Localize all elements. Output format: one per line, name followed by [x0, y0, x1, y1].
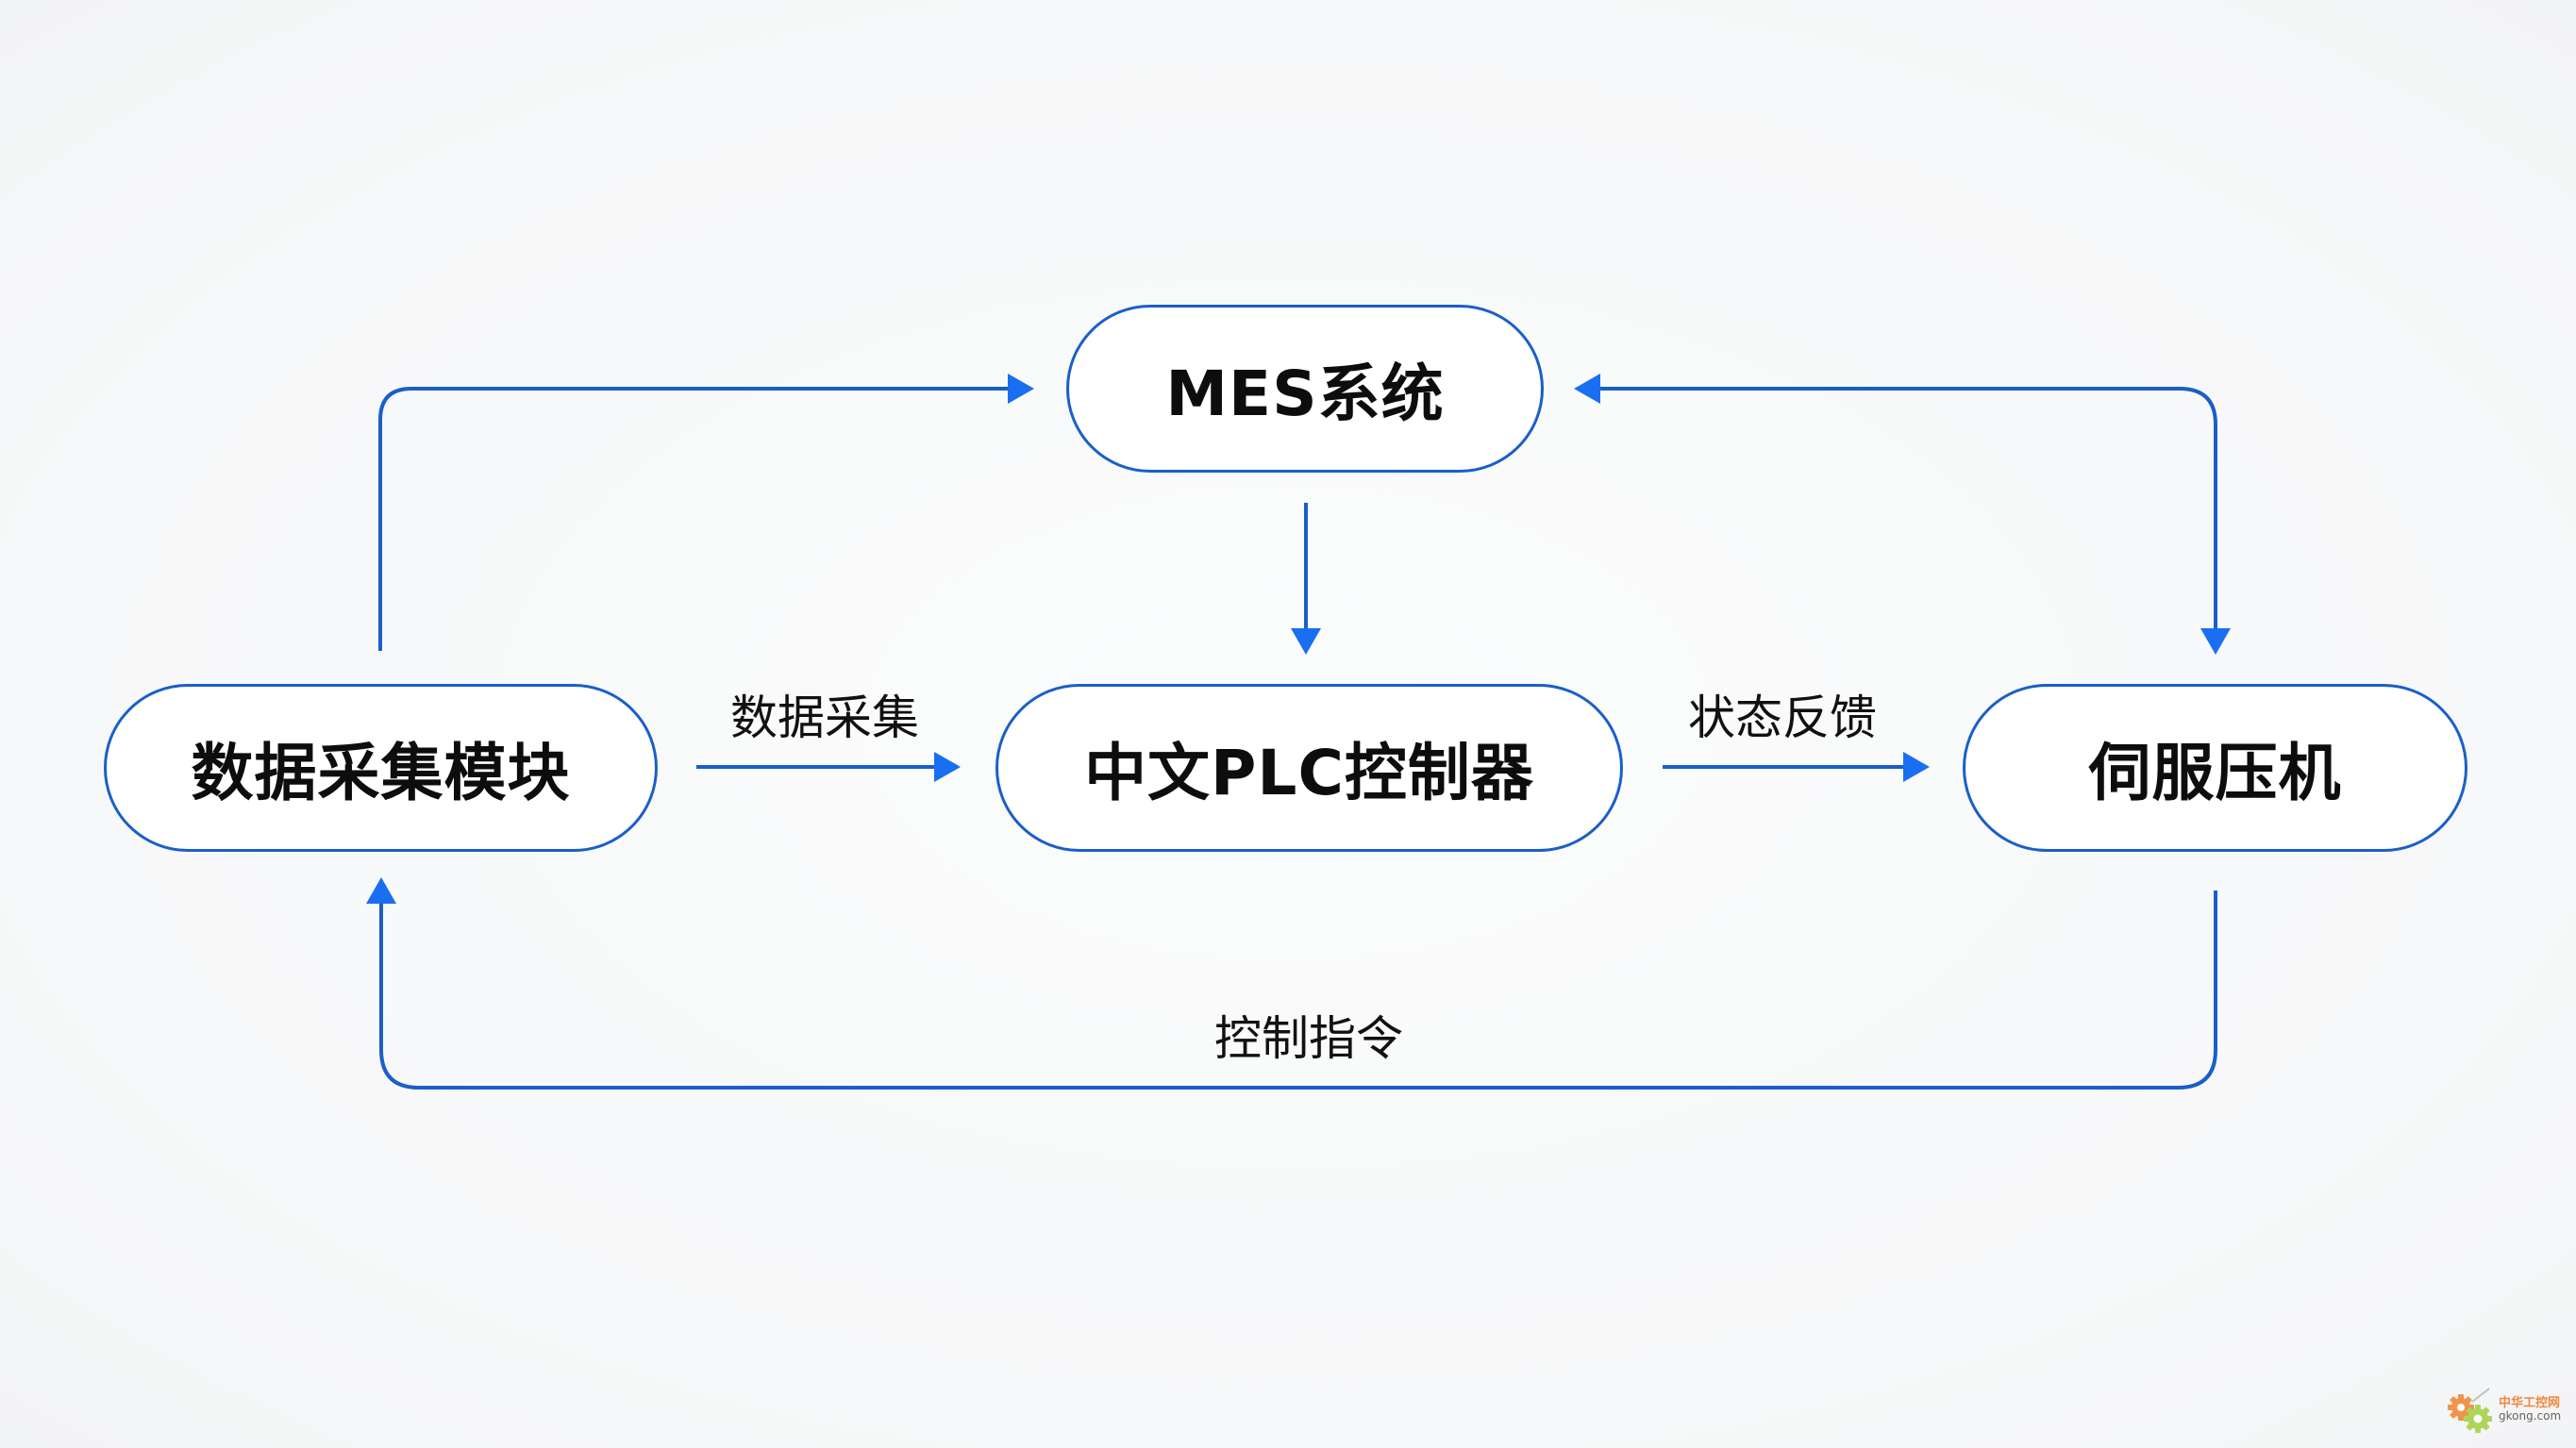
watermark-url: gkong.com	[2499, 1409, 2562, 1423]
gear-icon	[2448, 1388, 2492, 1433]
node-servo-label: 伺服压机	[2088, 737, 2342, 809]
node-servo-press[interactable]: 伺服压机	[1963, 684, 2467, 852]
watermark-logo: 中华工控网 gkong.com	[2444, 1385, 2567, 1440]
arrowhead-plc-to-servo	[1903, 752, 1930, 782]
edge-label-control-command: 控制指令	[1214, 1011, 1403, 1066]
arrowhead-daq-to-plc	[934, 752, 961, 782]
node-data-acquisition-module[interactable]: 数据采集模块	[104, 684, 658, 852]
node-mes-label: MES系统	[1165, 358, 1445, 430]
node-plc-label: 中文PLC控制器	[1084, 737, 1534, 809]
arrowhead-daq-to-mes	[1008, 374, 1034, 404]
node-daq-label: 数据采集模块	[191, 737, 571, 809]
watermark-title: 中华工控网	[2499, 1396, 2561, 1410]
arrowhead-mes-to-plc	[1291, 628, 1321, 655]
edge-label-data-acquisition: 数据采集	[730, 691, 919, 745]
edge-servo-to-daq[interactable]	[379, 890, 2217, 1090]
edge-label-status-feedback: 状态反馈	[1688, 691, 1877, 745]
arrowhead-servo-to-mes	[1574, 374, 1600, 404]
node-mes-system[interactable]: MES系统	[1066, 305, 1544, 473]
edge-daq-to-mes[interactable]	[378, 387, 1010, 651]
arrowhead-mes-to-servo	[2200, 628, 2231, 655]
edge-mes-servo[interactable]	[1598, 387, 2217, 630]
arrowhead-servo-to-daq	[366, 877, 396, 904]
node-plc-controller[interactable]: 中文PLC控制器	[995, 684, 1623, 852]
